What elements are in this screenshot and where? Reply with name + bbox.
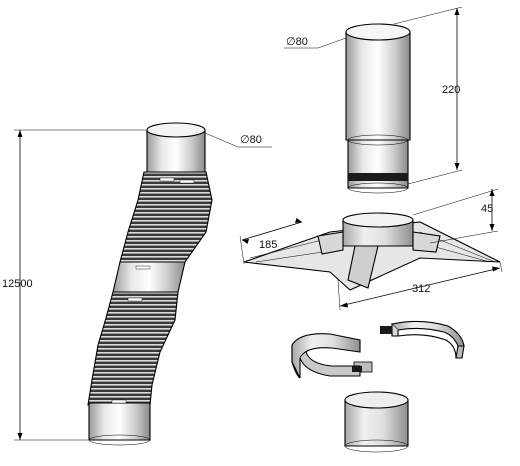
flexible-pipe — [87, 122, 213, 446]
total-length-label: 12500 — [2, 278, 33, 290]
total-length-dimension: 12500 — [2, 129, 146, 441]
clamp-left-half — [291, 333, 373, 379]
top-diameter-label: ∅80 — [286, 36, 308, 48]
flashing-length-dimension: 312 — [337, 261, 503, 311]
top-diameter-dimension: ∅80 — [284, 36, 347, 49]
flashing-length-label: 312 — [412, 283, 430, 295]
roof-flashing — [243, 212, 501, 291]
flashing-height-label: 45 — [481, 203, 493, 215]
left-diameter-label: ∅80 — [240, 134, 262, 146]
clamp-right-half — [380, 320, 465, 359]
flashing-width-dimension: 185 — [239, 218, 303, 265]
flashing-width-label: 185 — [259, 239, 277, 251]
flashing-height-dimension: 45 — [412, 188, 499, 244]
left-diameter-dimension: ∅80 — [204, 132, 272, 148]
pipe-height-label: 220 — [442, 84, 460, 96]
straight-pipe — [345, 23, 411, 194]
end-cap — [344, 391, 409, 453]
pipe-height-dimension: 220 — [393, 6, 463, 185]
